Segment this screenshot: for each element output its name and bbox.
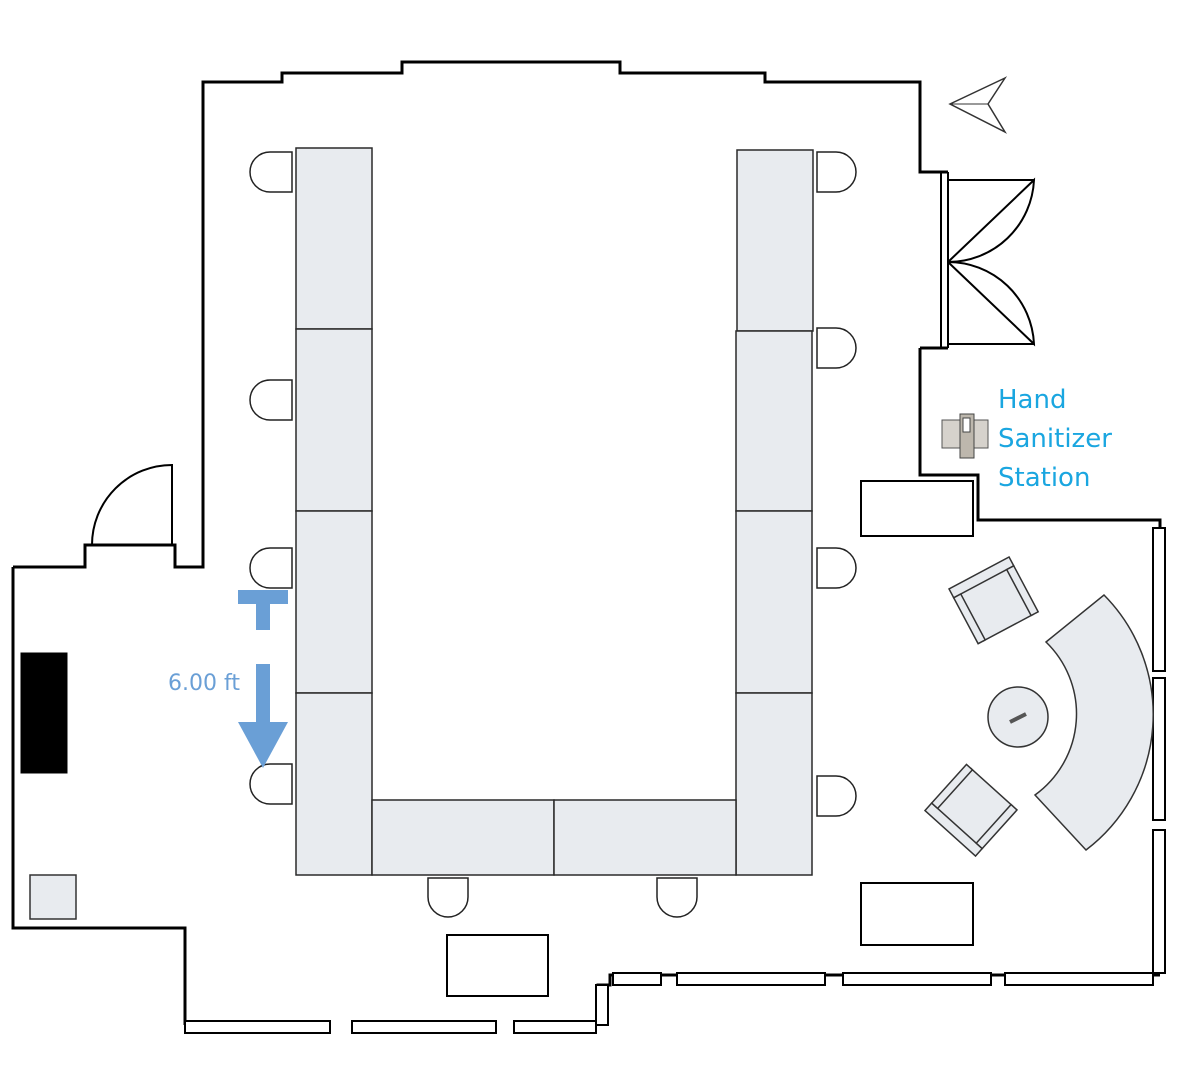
compass-arrow-icon: [948, 76, 1008, 134]
chair: [816, 327, 857, 369]
table: [553, 799, 737, 876]
window: [595, 984, 609, 1026]
tv-screen: [20, 652, 68, 774]
table: [371, 799, 555, 876]
room-walls: [11, 60, 1162, 1025]
hand-sanitizer-label: Hand Sanitizer Station: [998, 385, 1120, 493]
left-door: [91, 463, 173, 546]
table: [735, 510, 813, 694]
chair: [656, 877, 698, 918]
hand-sanitizer-icon: [941, 413, 989, 459]
right-door-bottom: [947, 260, 1036, 347]
distance-marker: [238, 590, 288, 768]
table: [736, 149, 814, 332]
window: [1152, 677, 1166, 821]
side-table: [29, 874, 77, 920]
window: [676, 972, 826, 986]
chair: [816, 151, 857, 193]
right-door-top: [947, 177, 1036, 264]
armchair: [948, 556, 1040, 645]
window: [351, 1020, 497, 1034]
chair: [816, 547, 857, 589]
chair: [816, 775, 857, 817]
table: [735, 330, 813, 512]
chair: [249, 547, 293, 589]
armchair: [923, 763, 1019, 858]
chair: [249, 763, 293, 805]
credenza: [446, 934, 549, 997]
distance-label: 6.00 ft: [168, 671, 240, 696]
table: [735, 692, 813, 876]
table: [295, 147, 373, 330]
chair: [249, 151, 293, 193]
chair: [427, 877, 469, 918]
window: [1004, 972, 1154, 986]
window: [184, 1020, 331, 1034]
table: [295, 510, 373, 694]
chair: [249, 379, 293, 421]
window: [842, 972, 992, 986]
window: [513, 1020, 597, 1034]
window: [1152, 527, 1166, 672]
curved-sofa: [1033, 593, 1154, 852]
credenza: [860, 882, 974, 946]
table: [295, 328, 373, 512]
lamp-icon: [1009, 712, 1027, 724]
window: [1152, 829, 1166, 974]
credenza: [860, 480, 974, 537]
window: [612, 972, 662, 986]
table: [295, 692, 373, 876]
